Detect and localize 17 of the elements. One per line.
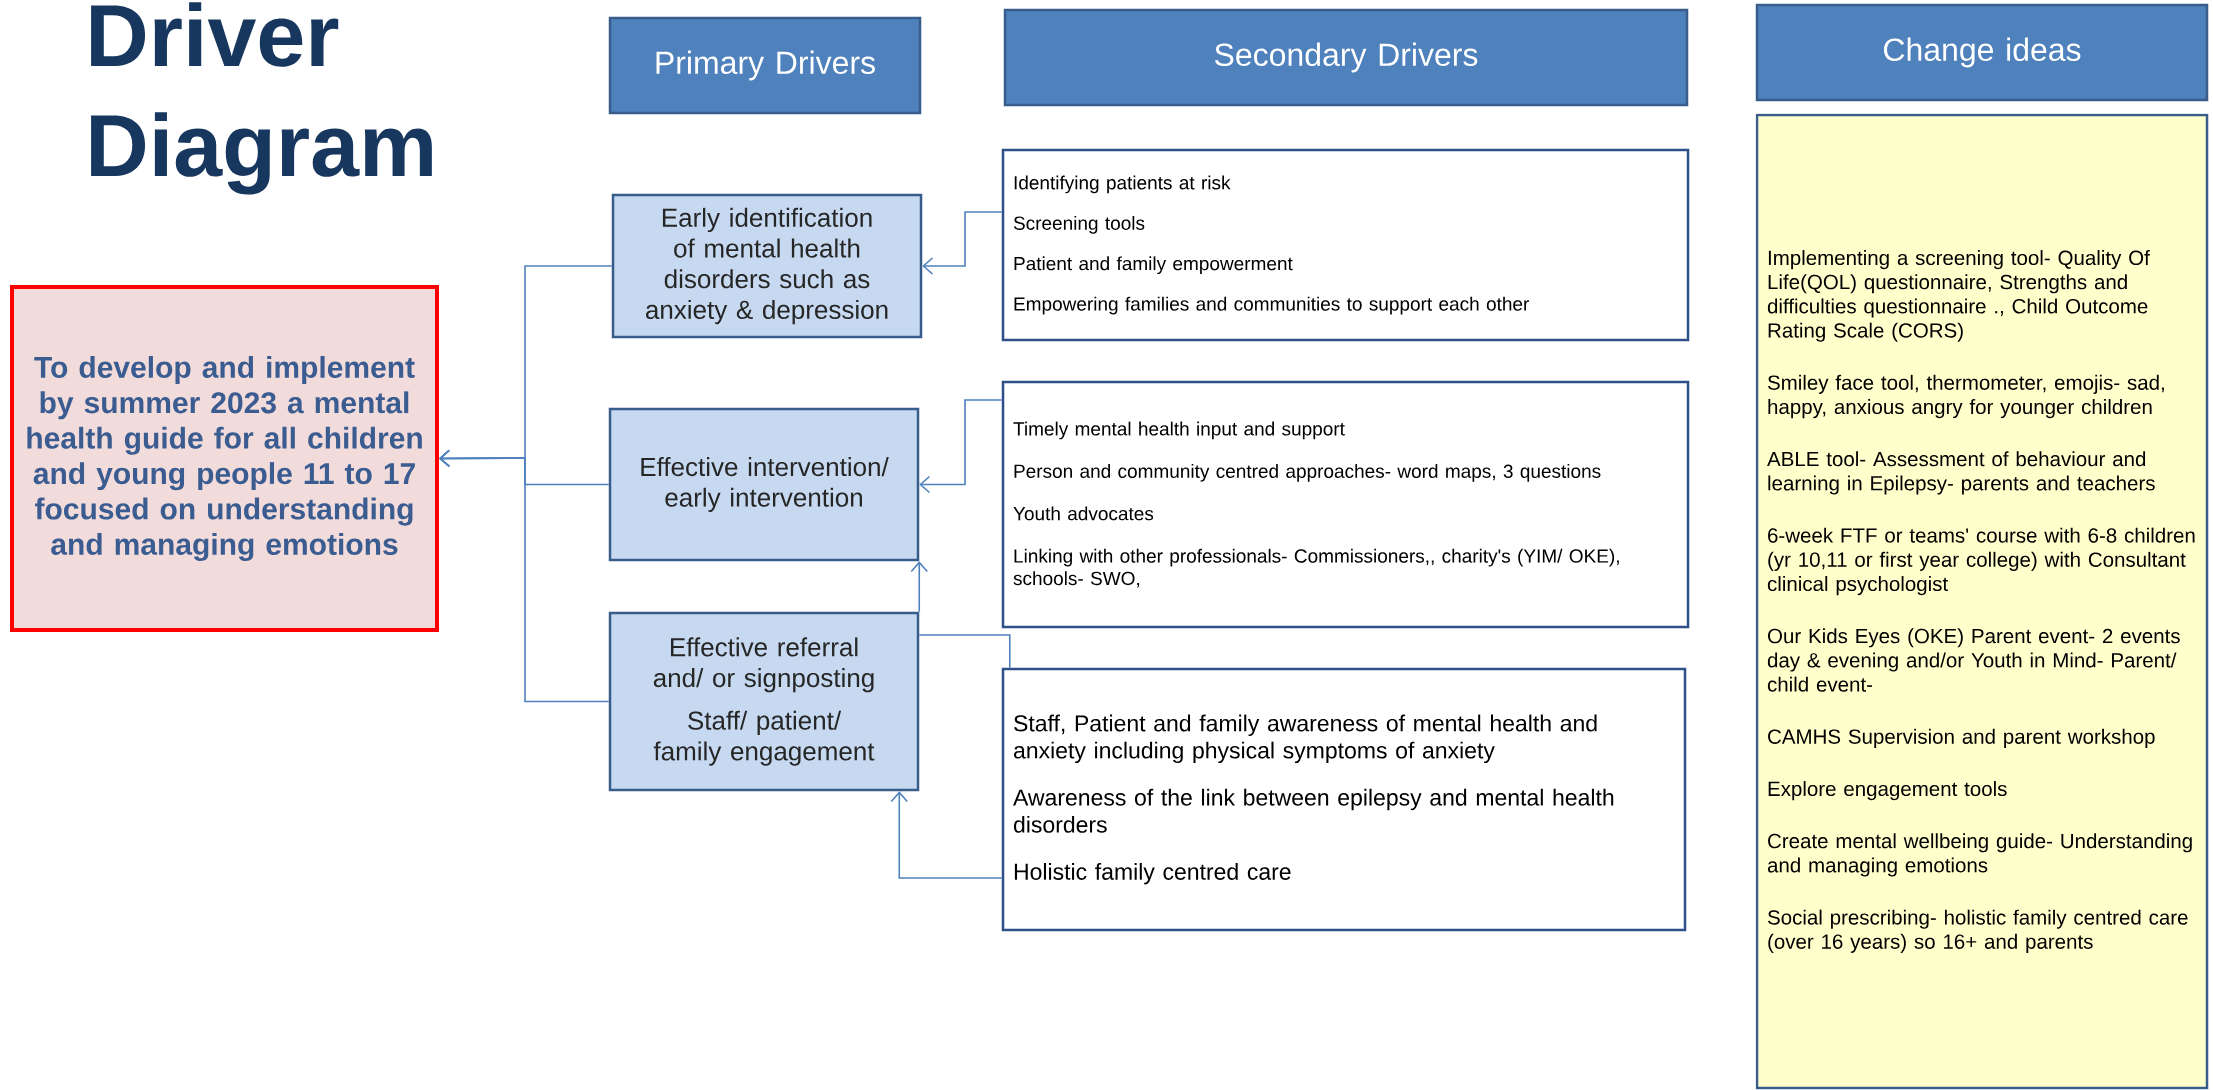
- change-ideas-box: Implementing a screening tool- Quality Of Life(QOL) questionnaire, Strengths and difficulties questionnaire ., Child Outcome Rating Scale (CORS) Smiley face tool, thermometer, emojis- sad, happy, anxious angry for younger children ABLE tool- Assessment of behaviour and learning in Epilepsy- parents and teachers 6-week FTF or teams' course with 6-8 children (yr 10,11 or first year college) with Consultant clinical psychologist Our Kids Eyes (OKE) Parent event- 2 events day & evening and/or Youth in Mind- Parent/ child event- CAMHS Supervision and parent workshop Explore engagement tools Create mental wellbeing guide- Understanding and managing emotions Social prescribing- holistic family centred care (over 16 years) so 16+ and parents: [1755, 113, 2209, 1090]
- header-box: Secondary Drivers: [1003, 8, 1689, 107]
- arrow: [910, 561, 929, 613]
- primary-driver-box: Early identification of mental health disorders such as anxiety & depression: [611, 193, 923, 339]
- header-box: Change ideas: [1755, 3, 2209, 102]
- title: Driver Diagram: [91, 2, 432, 195]
- primary-driver-box: Effective referral and/ or signposting Staff/ patient/ family engagement: [608, 611, 920, 792]
- arrow: [439, 449, 610, 703]
- secondary-driver-box: Identifying patients at risk Screening tools Patient and family empowerment Empowering families and communities to support each other: [1001, 148, 1690, 342]
- aim-box: To develop and implement by summer 2023 a mental health guide for all children and young people 11 to 17 focused on understanding and managing emotions: [10, 285, 439, 632]
- arrow: [919, 399, 1003, 494]
- secondary-driver-box: Staff, Patient and family awareness of mental health and anxiety including physical symptoms of anxiety Awareness of the link between epilepsy and mental health disorders Holistic family centred care: [1001, 667, 1687, 932]
- header-box: Primary Drivers: [608, 16, 922, 115]
- primary-driver-box: Effective intervention/ early intervention: [608, 407, 920, 562]
- secondary-driver-box: Timely mental health input and support Person and community centred approaches- word maps, 3 questions Youth advocates Linking with other professionals- Commissioners,, charity's (YIM/ OKE), schools- SWO,: [1001, 380, 1690, 629]
- arrow: [890, 791, 1003, 879]
- arrow: [922, 211, 1003, 275]
